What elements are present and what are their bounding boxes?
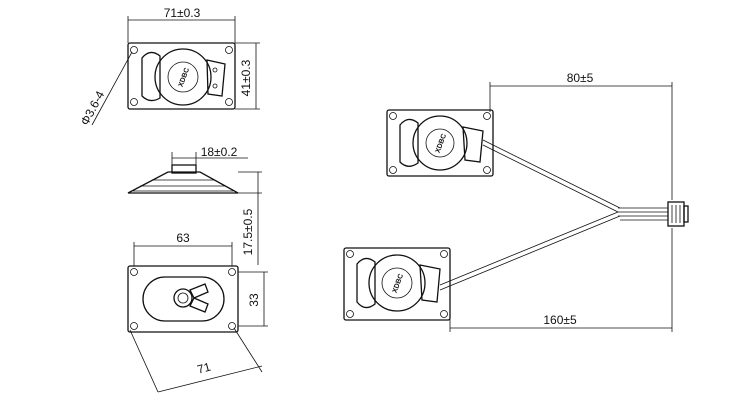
dimension-hole-pitch: Φ3.6-4	[78, 51, 133, 128]
cable-harness	[439, 139, 668, 291]
brand-label-lower: XDBC	[392, 273, 405, 294]
brand-label-upper: XDBC	[435, 133, 448, 154]
label-top-height: 41±0.3	[239, 59, 253, 96]
label-side-depth: 17.5±0.5	[241, 208, 255, 255]
dimension-cable-short: 80±5	[489, 71, 673, 200]
label-bottom-diagonal: 71	[196, 360, 213, 377]
upper-speaker: XDBC	[386, 109, 494, 177]
label-top-width: 71±0.3	[164, 6, 201, 20]
label-cable-long: 160±5	[543, 313, 577, 327]
dimension-top-height: 41±0.3	[235, 42, 260, 110]
dimension-side-depth: 17.5±0.5	[238, 171, 262, 265]
side-view-speaker	[127, 164, 239, 194]
label-cable-short: 80±5	[567, 71, 594, 85]
label-bottom-width: 63	[176, 231, 190, 245]
dimension-bottom-height: 33	[238, 271, 268, 327]
brand-label-front: XDBC	[178, 67, 191, 88]
front-view-speaker: XDBC	[127, 42, 236, 110]
label-bottom-height: 33	[247, 293, 261, 307]
dimension-bottom-width: 63	[133, 231, 233, 266]
dimension-side-small: 18±0.2	[171, 145, 248, 165]
back-view-speaker	[127, 265, 239, 333]
dimension-bottom-diagonal: 71	[129, 327, 263, 393]
label-side-small: 18±0.2	[201, 145, 238, 159]
dimension-top-width: 71±0.3	[127, 6, 236, 43]
label-hole-pitch: Φ3.6-4	[78, 88, 108, 127]
lower-speaker: XDBC	[343, 247, 451, 321]
connector	[667, 201, 689, 227]
dimension-cable-long: 160±5	[449, 228, 673, 332]
